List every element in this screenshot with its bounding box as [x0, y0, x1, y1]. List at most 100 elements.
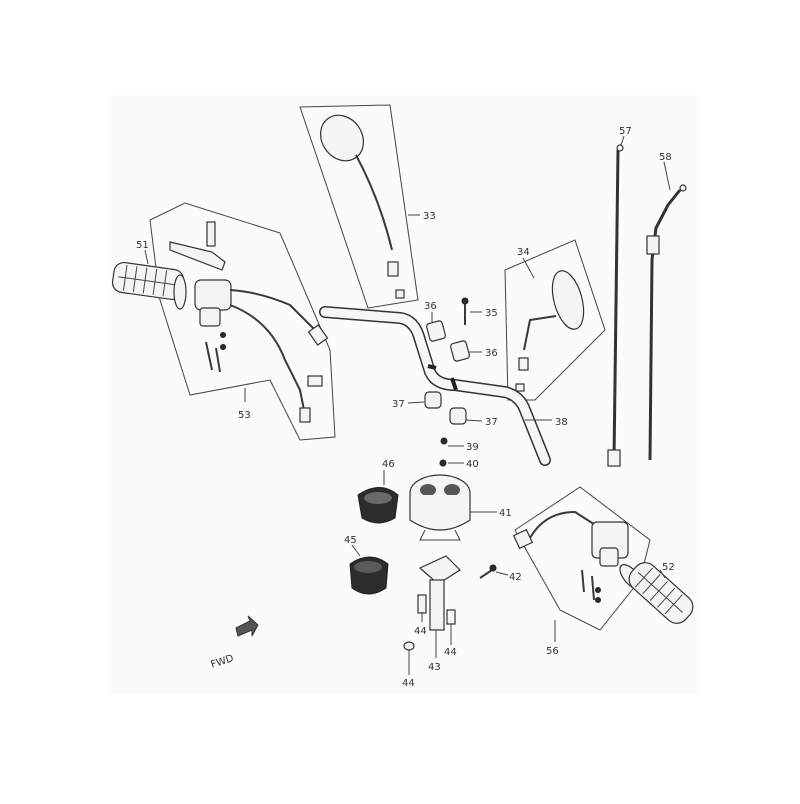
handlebar-fill [320, 307, 550, 465]
left-connector-c [299, 407, 311, 423]
leader-37a [407, 401, 425, 404]
bolt-42 [479, 569, 493, 579]
nut-44c [403, 641, 415, 651]
screw-44b [446, 609, 456, 625]
callout-58: 58 [659, 152, 672, 163]
cable-57 [612, 149, 620, 461]
nut-40 [439, 459, 447, 467]
left-connector-a [307, 324, 329, 346]
callout-41: 41 [499, 508, 512, 519]
left-screw-1 [205, 341, 213, 371]
callout-33: 33 [423, 211, 436, 222]
callout-36-upper: 36 [424, 301, 437, 312]
right-grip-group [512, 486, 694, 642]
callout-44-a: 44 [414, 626, 427, 637]
bolt-42-head [489, 564, 497, 572]
mirror-right-stem [523, 315, 557, 351]
callout-39: 39 [466, 442, 479, 453]
callout-56: 56 [546, 646, 559, 657]
left-grip-end [173, 274, 187, 310]
cap-45-top [354, 561, 382, 573]
meter-dial-left [420, 484, 436, 496]
right-washer-2 [595, 597, 601, 603]
cable-58 [648, 189, 682, 461]
meter-bracket-group [403, 555, 509, 675]
handlebar-group [319, 306, 552, 466]
handlebar-mark-2 [450, 377, 458, 391]
cable-57-adjuster [607, 449, 621, 467]
callout-57: 57 [619, 126, 632, 137]
callout-45: 45 [344, 535, 357, 546]
mirror-left-nut [387, 261, 399, 277]
callout-53: 53 [238, 410, 251, 421]
callout-43: 43 [428, 662, 441, 673]
callout-46: 46 [382, 459, 395, 470]
callout-42: 42 [509, 572, 522, 583]
callout-40: 40 [466, 459, 479, 470]
left-washer-2 [220, 344, 226, 350]
callout-51: 51 [136, 240, 149, 251]
left-switch-housing [194, 279, 232, 311]
callout-36-lower: 36 [485, 348, 498, 359]
mirror-left-group [299, 104, 420, 309]
left-switch-clamp [199, 307, 221, 327]
bracket-43-top [418, 555, 461, 585]
lever-pivot-bolt [206, 221, 216, 247]
forward-direction-marker: FWD [210, 615, 259, 671]
mirror-right-group [504, 239, 606, 401]
left-washer-1 [220, 332, 226, 338]
mirror-left-glass [320, 114, 364, 162]
right-switch-clamp [599, 547, 619, 567]
upper-clamp-left [426, 320, 446, 342]
leader-45 [351, 544, 361, 557]
upper-clamp-right [450, 340, 470, 362]
mirror-left-stem [355, 154, 393, 251]
left-screw-2 [215, 347, 221, 373]
meter-body [409, 495, 471, 531]
bracket-43-stem [429, 579, 445, 631]
mirror-right-nut [518, 357, 529, 371]
handlebar-mark-1 [427, 364, 437, 370]
meter-dial-right [444, 484, 460, 496]
mirror-right-glass [551, 270, 585, 330]
meter-bracket [419, 529, 461, 541]
leader-57 [620, 135, 625, 146]
leader-52 [659, 569, 666, 579]
control-cables [607, 135, 687, 467]
callout-52: 52 [662, 562, 675, 573]
leader-42 [495, 571, 509, 576]
leader-58 [663, 161, 671, 191]
mirror-right-washer [515, 383, 525, 392]
callout-35: 35 [485, 308, 498, 319]
callout-labels: 33 34 35 36 36 37 37 38 39 40 41 42 43 4… [136, 126, 675, 689]
washer-39 [440, 437, 448, 445]
lower-clamp-right [449, 407, 467, 425]
group-34-outline [504, 239, 606, 401]
callout-37-left: 37 [392, 399, 405, 410]
left-switch-wire-2 [229, 304, 306, 416]
callout-44-c: 44 [402, 678, 415, 689]
mirror-left-washer [395, 289, 405, 299]
right-washer-1 [595, 587, 601, 593]
cable-57-highlight [617, 149, 623, 461]
diagram-background [110, 95, 700, 695]
callout-38: 38 [555, 417, 568, 428]
lower-clamp-left [424, 391, 442, 409]
screw-44a [417, 594, 427, 614]
right-screw-2 [591, 575, 595, 601]
cable-57-end [616, 144, 624, 152]
callout-37-right: 37 [485, 417, 498, 428]
clutch-lever [169, 241, 226, 271]
right-connector [512, 528, 534, 550]
left-connector-b [307, 375, 323, 387]
group-53-outline [149, 202, 336, 441]
cable-58-adjuster [646, 235, 660, 255]
cap-46-top [364, 492, 392, 504]
callout-44-b: 44 [444, 647, 457, 658]
left-grip-texture [118, 264, 178, 297]
cable-58-end [679, 184, 687, 192]
left-switch-wire [229, 289, 316, 331]
meter-group [349, 470, 497, 595]
handlebar-clamps [407, 297, 483, 467]
